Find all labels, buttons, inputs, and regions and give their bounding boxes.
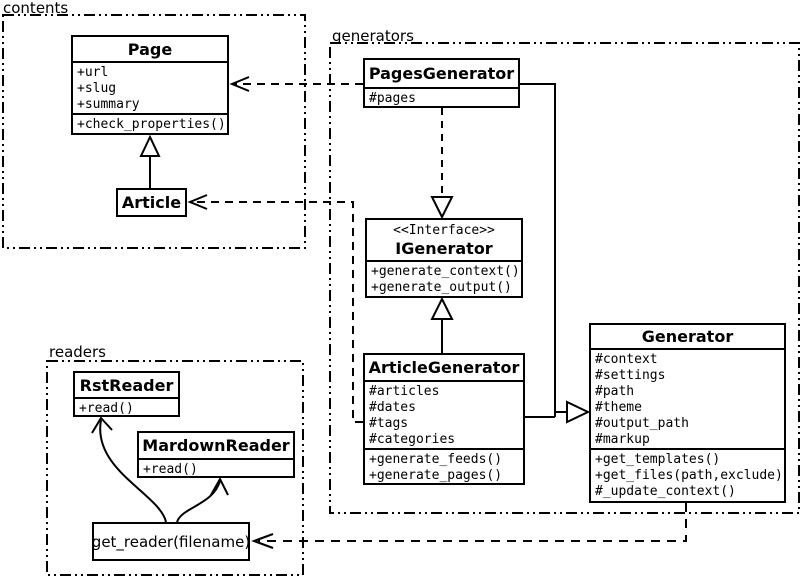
inheritance-article-page: [139, 134, 161, 188]
class-generator-name: Generator: [641, 327, 734, 346]
attribute: +summary: [77, 97, 140, 112]
realization-pagesgenerator-igenerator: [430, 108, 454, 220]
method: +generate_output(): [371, 280, 512, 295]
package-readers-border: [46, 360, 304, 576]
class-page: Page +url +slug +summary +check_properti…: [71, 35, 229, 135]
dependency-generator-getreader: [251, 503, 687, 549]
class-articlegenerator-name: ArticleGenerator: [368, 358, 520, 377]
inheritance-articlegenerator-igenerator: [430, 296, 454, 353]
class-articlegenerator-attributes: #articles #dates #tags #categories: [365, 380, 523, 448]
attribute: #articles: [369, 384, 440, 399]
attribute: #theme: [595, 400, 642, 415]
method: #_update_context(): [595, 484, 736, 499]
method: +check_properties(): [77, 117, 226, 132]
class-page-name: Page: [127, 39, 173, 59]
attribute: #path: [595, 384, 635, 399]
attribute: #context: [595, 352, 658, 367]
class-articlegenerator: ArticleGenerator #articles #dates #tags …: [363, 353, 525, 485]
attribute: +slug: [77, 81, 117, 96]
class-pagesgenerator-name: PagesGenerator: [368, 64, 515, 83]
dependency-pagesgenerator-page: [229, 76, 363, 92]
call-getreader-rstreader: [91, 416, 167, 523]
class-igenerator-title: <<Interface>> IGenerator: [367, 220, 521, 260]
method: +generate_pages(): [369, 468, 503, 483]
attribute: #settings: [595, 368, 666, 383]
class-page-methods: +check_properties(): [73, 113, 227, 133]
class-igenerator: <<Interface>> IGenerator +generate_conte…: [365, 218, 523, 298]
class-page-attributes: +url +slug +summary: [73, 61, 227, 113]
class-markdownreader: MardownReader +read(): [137, 431, 295, 478]
class-article-name: Article: [121, 193, 182, 212]
attribute: #markup: [595, 432, 650, 447]
method: +read(): [143, 462, 198, 477]
method: +generate_feeds(): [369, 452, 503, 467]
package-readers-label: readers: [49, 343, 106, 361]
class-pagesgenerator: PagesGenerator #pages: [363, 58, 520, 108]
method: +get_files(path,exclude): [595, 468, 783, 483]
class-pagesgenerator-attributes: #pages: [365, 87, 518, 106]
package-contents-label: contents: [3, 0, 69, 17]
class-igenerator-stereotype: <<Interface>>: [393, 223, 495, 238]
attribute: +url: [77, 65, 109, 80]
attribute: #tags: [369, 416, 409, 431]
attribute: #categories: [369, 432, 456, 447]
attribute: #output_path: [595, 416, 689, 431]
class-generator-methods: +get_templates() +get_files(path,exclude…: [591, 448, 784, 501]
class-igenerator-methods: +generate_context() +generate_output(): [367, 260, 521, 296]
class-article: Article: [116, 188, 187, 217]
class-articlegenerator-methods: +generate_feeds() +generate_pages(): [365, 448, 523, 483]
attribute: #dates: [369, 400, 416, 415]
method: +read(): [79, 401, 134, 416]
class-markdownreader-methods: +read(): [139, 458, 293, 477]
class-rstreader-methods: +read(): [75, 397, 178, 416]
class-markdownreader-name: MardownReader: [142, 436, 290, 455]
dependency-articlegenerator-article: [187, 194, 363, 423]
package-contents-border: [2, 14, 306, 249]
package-generators-border: [329, 42, 800, 514]
method: +generate_context(): [371, 264, 520, 279]
class-rstreader: RstReader +read(): [73, 371, 180, 417]
attribute: #pages: [369, 91, 416, 106]
inheritance-generators-generator: [520, 83, 591, 424]
call-getreader-markdownreader: [176, 476, 229, 523]
method: +get_templates(): [595, 452, 721, 467]
function-get-reader: get_reader(filename): [92, 522, 250, 561]
class-igenerator-name: IGenerator: [395, 239, 493, 258]
class-rstreader-name: RstReader: [79, 375, 174, 395]
class-generator-attributes: #context #settings #path #theme #output_…: [591, 348, 784, 448]
class-generator: Generator #context #settings #path #them…: [589, 323, 786, 503]
package-generators-label: generators: [332, 27, 414, 45]
